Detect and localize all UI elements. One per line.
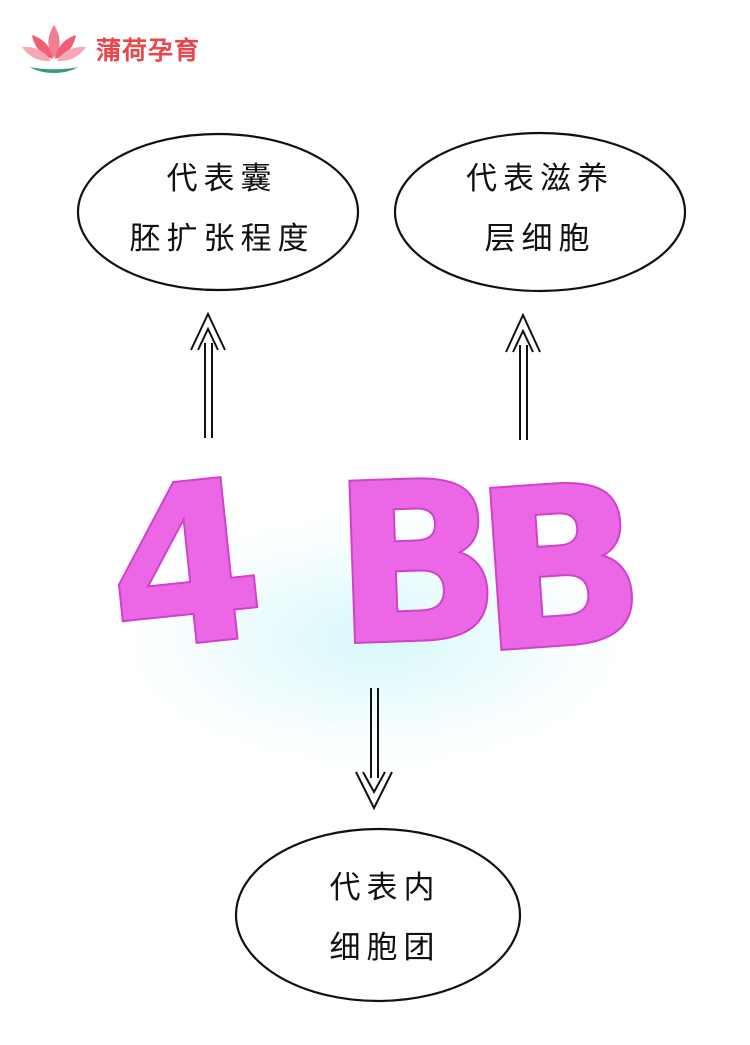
grade-char-icm: B — [468, 435, 653, 702]
bottom-line-1: 代表内 — [329, 870, 441, 906]
bottom-node-label: 代表内 细胞团 — [260, 858, 510, 978]
lotus-icon — [22, 25, 86, 73]
bottom-arrow — [355, 688, 393, 811]
embryo-grade-code: 4 B B — [94, 429, 655, 704]
top-left-line-2: 胚扩张程度 — [129, 221, 315, 257]
brand-logo: 蒲荷孕育 — [20, 20, 210, 80]
top-right-arrow — [505, 312, 541, 440]
top-right-bubble — [393, 131, 687, 293]
top-right-line-1: 代表滋养 — [466, 161, 614, 197]
top-right-line-2: 层细胞 — [484, 221, 596, 257]
watercolor-glow — [90, 505, 660, 775]
top-left-line-1: 代表囊 — [166, 161, 278, 197]
brand-name: 蒲荷孕育 — [96, 35, 201, 65]
bottom-line-2: 细胞团 — [329, 930, 441, 966]
top-left-bubble — [76, 132, 360, 292]
top-right-node-label: 代表滋养 层细胞 — [410, 149, 670, 269]
bottom-bubble — [234, 827, 522, 1003]
grade-char-expansion: 4 — [96, 431, 275, 702]
grade-char-trophectoderm: B — [329, 433, 506, 695]
top-left-node-label: 代表囊 胚扩张程度 — [92, 149, 352, 269]
top-left-arrow — [190, 311, 226, 438]
